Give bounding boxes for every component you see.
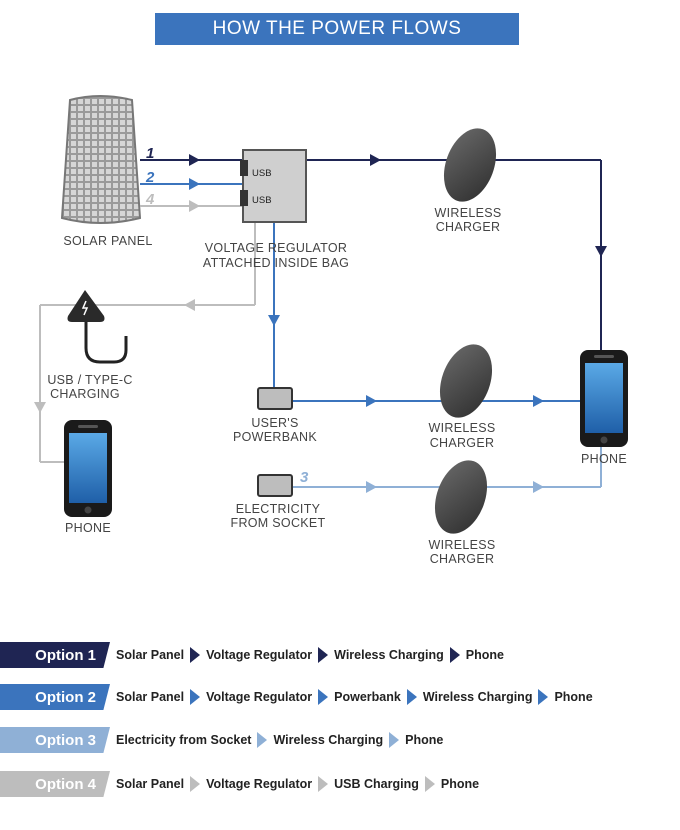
path-number-3: 3 bbox=[300, 469, 309, 486]
chevron-right-icon bbox=[318, 776, 329, 792]
phone-icon-left bbox=[64, 420, 112, 517]
page-title: HOW THE POWER FLOWS bbox=[155, 13, 519, 45]
powerbank-label-line1: USER'S bbox=[251, 416, 299, 430]
phone-label-right: PHONE bbox=[581, 452, 627, 466]
option-step: Phone bbox=[465, 648, 504, 662]
option-step: Wireless Charging bbox=[422, 690, 533, 704]
option-step: Powerbank bbox=[334, 690, 401, 704]
wireless-charger-label: WIRELESS bbox=[434, 206, 502, 220]
option-row-1: Option 1 Solar Panel Voltage Regulator Wire… bbox=[0, 642, 504, 668]
chevron-right-icon bbox=[424, 776, 435, 792]
phone-label-left: PHONE bbox=[65, 521, 111, 535]
chevron-right-icon bbox=[318, 647, 329, 663]
option-step: Phone bbox=[440, 777, 480, 791]
flow-line-option-4 bbox=[34, 200, 256, 463]
wireless-charger-label: CHARGER bbox=[435, 220, 501, 234]
option-badge-3: Option 3 bbox=[0, 727, 110, 753]
chevron-right-icon bbox=[257, 732, 268, 748]
powerbank-label-line2: POWERBANK bbox=[233, 430, 317, 444]
option-badge-2: Option 2 bbox=[0, 684, 110, 710]
option-row-4: Option 4 Solar Panel Voltage Regulator USB … bbox=[0, 771, 479, 797]
option-step: Solar Panel bbox=[116, 777, 185, 791]
regulator-label-line2: ATTACHED INSIDE BAG bbox=[202, 256, 350, 270]
usb-port-label: USB bbox=[252, 195, 272, 206]
option-step: Voltage Regulator bbox=[206, 690, 313, 704]
usb-c-charger-icon bbox=[67, 290, 128, 364]
regulator-label-line1: VOLTAGE REGULATOR bbox=[204, 241, 348, 255]
option-step: Phone bbox=[554, 690, 593, 704]
chevron-right-icon bbox=[318, 689, 329, 705]
option-step: Voltage Regulator bbox=[206, 648, 313, 662]
solar-panel-icon bbox=[60, 95, 142, 224]
powerbank-icon bbox=[257, 387, 293, 410]
option-row-3: Option 3 Electricity from Socket Wireless … bbox=[0, 727, 443, 753]
usb-charging-label-line1: USB / TYPE-C bbox=[47, 373, 133, 387]
option-step: Phone bbox=[405, 733, 444, 747]
usb-charging-label-line2: CHARGING bbox=[50, 387, 120, 401]
socket-label-line2: FROM SOCKET bbox=[230, 516, 326, 530]
option-row-2: Option 2 Solar Panel Voltage Regulator Powe… bbox=[0, 684, 593, 710]
option-badge-1: Option 1 bbox=[0, 642, 110, 668]
option-step: Solar Panel bbox=[116, 648, 185, 662]
wireless-charger-label: CHARGER bbox=[429, 552, 495, 566]
socket-icon bbox=[257, 474, 293, 497]
wireless-charger-icon bbox=[434, 460, 488, 534]
socket-label-line1: ELECTRICITY bbox=[235, 502, 321, 516]
wireless-charger-label: CHARGER bbox=[429, 436, 495, 450]
usb-port-label: USB bbox=[252, 168, 272, 179]
chevron-right-icon bbox=[449, 647, 460, 663]
wireless-charger-icon bbox=[439, 344, 493, 418]
chevron-right-icon bbox=[389, 732, 400, 748]
chevron-right-icon bbox=[190, 689, 201, 705]
option-step: USB Charging bbox=[334, 777, 419, 791]
option-badge-4: Option 4 bbox=[0, 771, 110, 797]
option-step: Solar Panel bbox=[116, 690, 185, 704]
wireless-charger-label: WIRELESS bbox=[428, 538, 496, 552]
wireless-charger-label: WIRELESS bbox=[428, 421, 496, 435]
path-number-2: 2 bbox=[146, 169, 155, 186]
solar-panel-label: SOLAR PANEL bbox=[63, 234, 153, 248]
wireless-charger-icon bbox=[443, 128, 497, 202]
path-number-4: 4 bbox=[146, 191, 155, 208]
option-step: Electricity from Socket bbox=[116, 733, 252, 747]
path-number-1: 1 bbox=[146, 145, 155, 162]
option-step: Voltage Regulator bbox=[206, 777, 313, 791]
chevron-right-icon bbox=[190, 776, 201, 792]
chevron-right-icon bbox=[190, 647, 201, 663]
voltage-regulator-icon bbox=[240, 149, 307, 223]
chevron-right-icon bbox=[538, 689, 549, 705]
flow-line-option-2 bbox=[140, 178, 582, 407]
phone-icon-right bbox=[580, 350, 628, 447]
chevron-right-icon bbox=[406, 689, 417, 705]
option-step: Wireless Charging bbox=[273, 733, 384, 747]
option-step: Wireless Charging bbox=[334, 648, 444, 662]
